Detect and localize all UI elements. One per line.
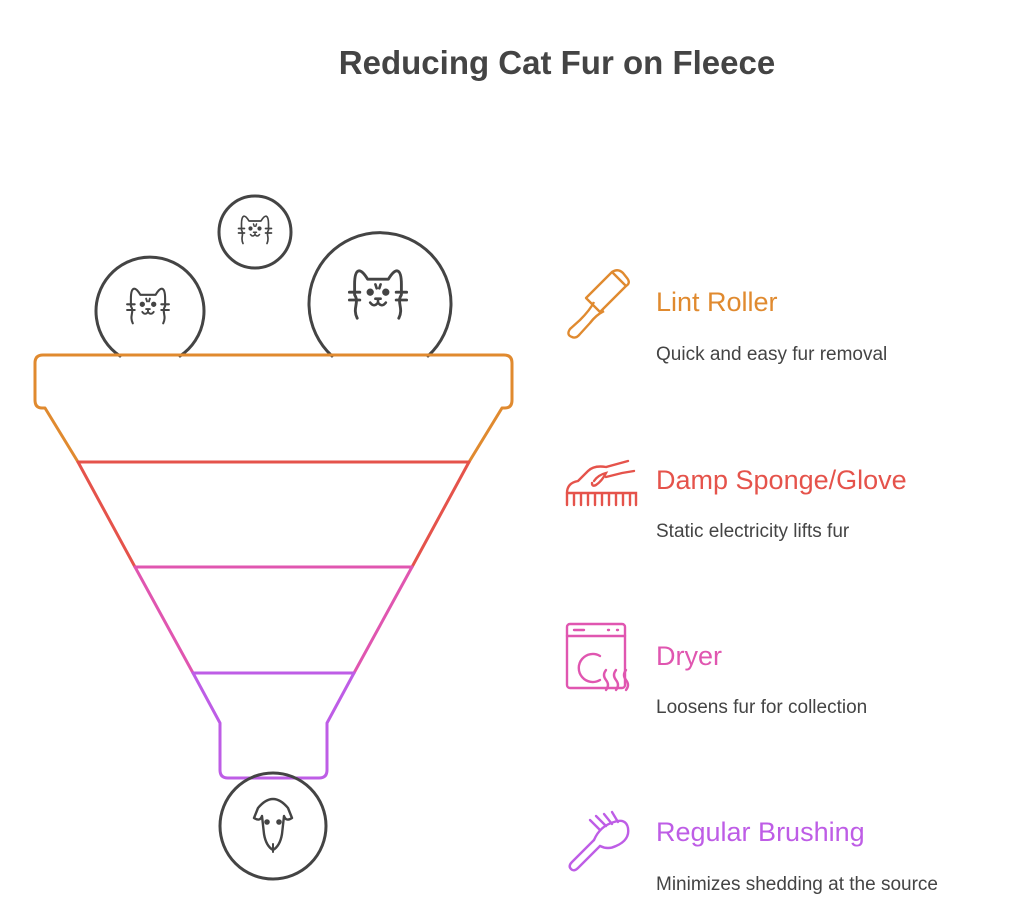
item-title-lint-roller: Lint Roller: [656, 287, 778, 317]
brush-icon: [568, 810, 630, 872]
diagram-title: Reducing Cat Fur on Fleece: [338, 44, 776, 81]
funnel-segment-2: [76, 460, 471, 569]
item-desc-brushing: Minimizes shedding at the source: [656, 874, 938, 895]
item-desc-lint-roller: Quick and easy fur removal: [656, 344, 888, 365]
cat-icon: [347, 268, 409, 321]
cat-circle-right: [307, 231, 453, 358]
item-title-brushing: Regular Brushing: [656, 817, 865, 847]
cat-circle-left: [94, 255, 206, 358]
cat-icon: [125, 287, 171, 325]
hand-brush-icon: [565, 459, 638, 507]
cat-icon: [237, 215, 273, 245]
item-desc-damp-sponge: Static electricity lifts fur: [656, 521, 850, 542]
cat-circle-small: [217, 194, 293, 270]
item-title-damp-sponge: Damp Sponge/Glove: [656, 465, 907, 495]
lint-roller-icon: [567, 269, 630, 339]
dryer-icon: [565, 622, 630, 692]
item-title-dryer: Dryer: [656, 641, 722, 671]
sheep-icon: [218, 771, 328, 881]
funnel-segment-1: [33, 353, 514, 464]
item-desc-dryer: Loosens fur for collection: [656, 697, 868, 718]
funnel-segment-4: [191, 671, 356, 780]
funnel-segment-3: [133, 565, 414, 675]
